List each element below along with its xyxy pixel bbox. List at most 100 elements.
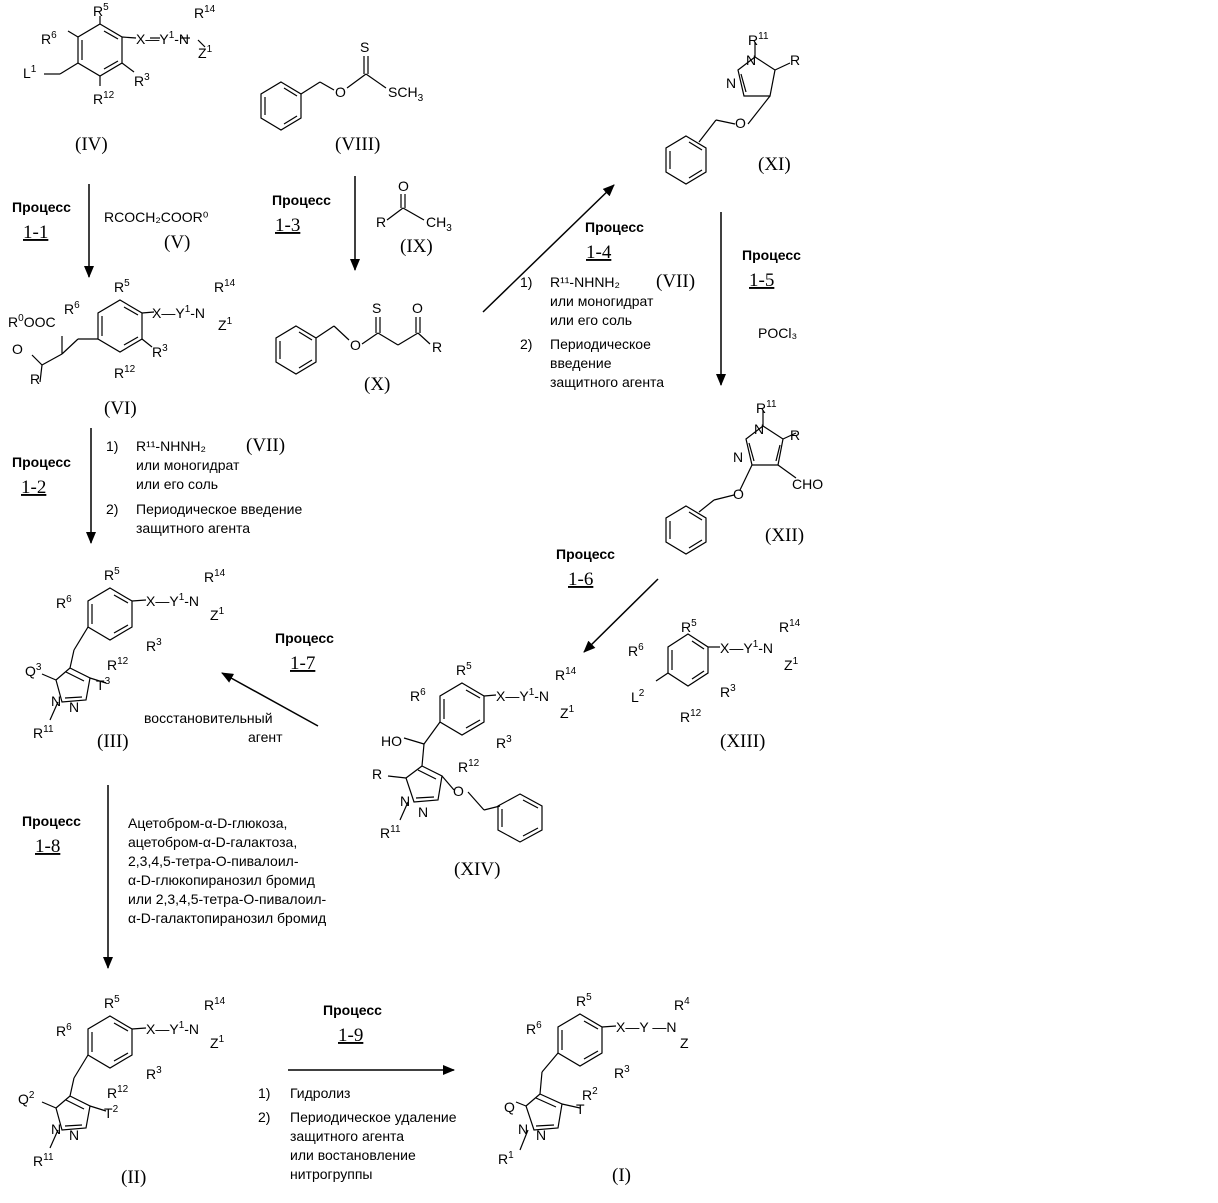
svg-text:T2: T2 bbox=[104, 1104, 119, 1121]
svg-text:R3: R3 bbox=[496, 734, 512, 751]
reagent-hydrazine: R¹¹-NHNH₂ bbox=[550, 274, 620, 290]
reagent-glyco-6: α-D-галактопиранозил бромид bbox=[128, 910, 326, 926]
svg-text:X—Y1-N: X—Y1-N bbox=[720, 639, 773, 656]
process-1-5-number: 1-5 bbox=[749, 270, 774, 291]
reagent-protect-full: Периодическое введение bbox=[136, 501, 302, 517]
svg-text:R: R bbox=[376, 214, 386, 230]
svg-text:T3: T3 bbox=[96, 676, 111, 693]
svg-text:N: N bbox=[733, 449, 743, 465]
svg-text:N: N bbox=[726, 75, 736, 91]
svg-text:R12: R12 bbox=[107, 656, 129, 673]
svg-text:R6: R6 bbox=[41, 30, 57, 47]
svg-text:N: N bbox=[69, 1127, 79, 1143]
svg-text:R11: R11 bbox=[33, 724, 54, 741]
reagent-monohydrate-2: или моногидрат bbox=[136, 457, 240, 473]
svg-text:N: N bbox=[400, 793, 410, 809]
reagent-protect-b: введение bbox=[550, 355, 612, 371]
svg-text:N: N bbox=[51, 693, 61, 709]
svg-text:Z: Z bbox=[680, 1035, 689, 1051]
compound-viii: O S SCH3 (VIII) bbox=[261, 39, 424, 155]
reagent-deprot-2: защитного агента bbox=[290, 1128, 404, 1144]
process-1-3-title: Процесс bbox=[272, 192, 331, 208]
process-1-6-title: Процесс bbox=[556, 546, 615, 562]
svg-text:R14: R14 bbox=[204, 568, 226, 585]
reagent-protect-agent: защитного агента bbox=[136, 520, 250, 536]
svg-text:Q3: Q3 bbox=[25, 662, 42, 679]
svg-text:Z1: Z1 bbox=[560, 704, 575, 721]
svg-text:O: O bbox=[735, 115, 746, 131]
svg-text:R3: R3 bbox=[152, 343, 168, 360]
svg-text:N: N bbox=[69, 699, 79, 715]
svg-text:R6: R6 bbox=[56, 1022, 72, 1039]
svg-text:R5: R5 bbox=[104, 566, 120, 583]
svg-text:R12: R12 bbox=[107, 1084, 129, 1101]
reagent-glyco-3: 2,3,4,5-тетра-O-пивалоил- bbox=[128, 853, 299, 869]
process-1-1-number: 1-1 bbox=[23, 222, 48, 243]
svg-text:R: R bbox=[790, 52, 800, 68]
process-1-7: Процесс 1-7 восстановительный агент bbox=[144, 630, 334, 745]
process-1-4-title: Процесс bbox=[585, 219, 644, 235]
reagent-reducer-b: агент bbox=[248, 729, 283, 745]
svg-text:R12: R12 bbox=[458, 758, 480, 775]
process-1-2-title: Процесс bbox=[12, 454, 71, 470]
compound-xiii: R5 R6 X—Y1-N R14 Z1 L2 R3 R12 (XIII) bbox=[628, 618, 801, 752]
step-1-9-num-2: 2) bbox=[258, 1109, 270, 1125]
svg-text:R12: R12 bbox=[680, 708, 702, 725]
label-iv: (IV) bbox=[75, 134, 108, 155]
svg-text:R14: R14 bbox=[194, 4, 216, 21]
svg-text:N: N bbox=[418, 804, 428, 820]
reagent-vii-label-2: (VII) bbox=[246, 435, 285, 456]
reagent-hydrolysis: Гидролиз bbox=[290, 1085, 350, 1101]
svg-text:S: S bbox=[360, 39, 369, 55]
reagent-vii-label: (VII) bbox=[656, 271, 695, 292]
compound-x: O S O R (X) bbox=[276, 300, 442, 395]
svg-text:X—Y1-N: X—Y1-N bbox=[496, 687, 549, 704]
process-1-1-title: Процесс bbox=[12, 199, 71, 215]
svg-text:X—Y —N: X—Y —N bbox=[616, 1019, 676, 1035]
compound-ii: R5 R6 X—Y1-N R14 Z1 R3 R12 Q2 T2 N N R11… bbox=[18, 994, 226, 1188]
svg-text:R: R bbox=[372, 766, 382, 782]
step-1-9-num-1: 1) bbox=[258, 1085, 270, 1101]
label-i: (I) bbox=[612, 1165, 631, 1186]
process-1-2-number: 1-2 bbox=[21, 477, 46, 498]
svg-text:O: O bbox=[412, 300, 423, 316]
svg-text:R5: R5 bbox=[456, 661, 472, 678]
process-1-3-number: 1-3 bbox=[275, 215, 300, 236]
svg-text:R: R bbox=[790, 427, 800, 443]
compound-i: R5 R6 X—Y —N R4 Z R3 R2 Q T N N R1 (I) bbox=[498, 992, 690, 1186]
process-1-7-number: 1-7 bbox=[290, 653, 315, 674]
svg-text:R6: R6 bbox=[628, 642, 644, 659]
reagent-salt-2: или его соль bbox=[136, 476, 218, 492]
step-1-2-num-1: 1) bbox=[106, 438, 118, 454]
svg-text:R14: R14 bbox=[214, 278, 236, 295]
svg-text:O: O bbox=[733, 486, 744, 502]
label-xiii: (XIII) bbox=[720, 731, 765, 752]
process-1-4-number: 1-4 bbox=[586, 242, 612, 263]
svg-text:R6: R6 bbox=[526, 1020, 542, 1037]
svg-text:N: N bbox=[746, 52, 756, 68]
step-1-4-num-1: 1) bbox=[520, 274, 532, 290]
svg-text:SCH3: SCH3 bbox=[388, 84, 424, 104]
svg-text:Z1: Z1 bbox=[784, 656, 799, 673]
reagent-protect-c: защитного агента bbox=[550, 374, 664, 390]
compound-xii: R11 R N N CHO O (XII) bbox=[666, 399, 823, 554]
process-1-5-title: Процесс bbox=[742, 247, 801, 263]
svg-text:R6: R6 bbox=[410, 687, 426, 704]
svg-text:O: O bbox=[335, 84, 346, 100]
svg-text:R12: R12 bbox=[114, 364, 136, 381]
svg-text:N: N bbox=[51, 1121, 61, 1137]
reagent-protect-a: Периодическое bbox=[550, 336, 651, 352]
process-1-9: Процесс 1-9 1) Гидролиз 2) Периодическое… bbox=[258, 1002, 457, 1182]
step-1-2-num-2: 2) bbox=[106, 501, 118, 517]
svg-text:R6: R6 bbox=[56, 594, 72, 611]
label-iii: (III) bbox=[97, 731, 129, 752]
svg-text:Z1: Z1 bbox=[210, 606, 225, 623]
svg-text:R5: R5 bbox=[104, 994, 120, 1011]
reagent-reducer-a: восстановительный bbox=[144, 710, 273, 726]
svg-text:O: O bbox=[350, 337, 361, 353]
step-1-4-num-2: 2) bbox=[520, 336, 532, 352]
reagent-ix-structure: O R CH3 bbox=[376, 178, 452, 234]
label-vi: (VI) bbox=[104, 398, 137, 419]
process-1-8-title: Процесс bbox=[22, 813, 81, 829]
svg-text:X—Y1-N: X—Y1-N bbox=[152, 304, 205, 321]
